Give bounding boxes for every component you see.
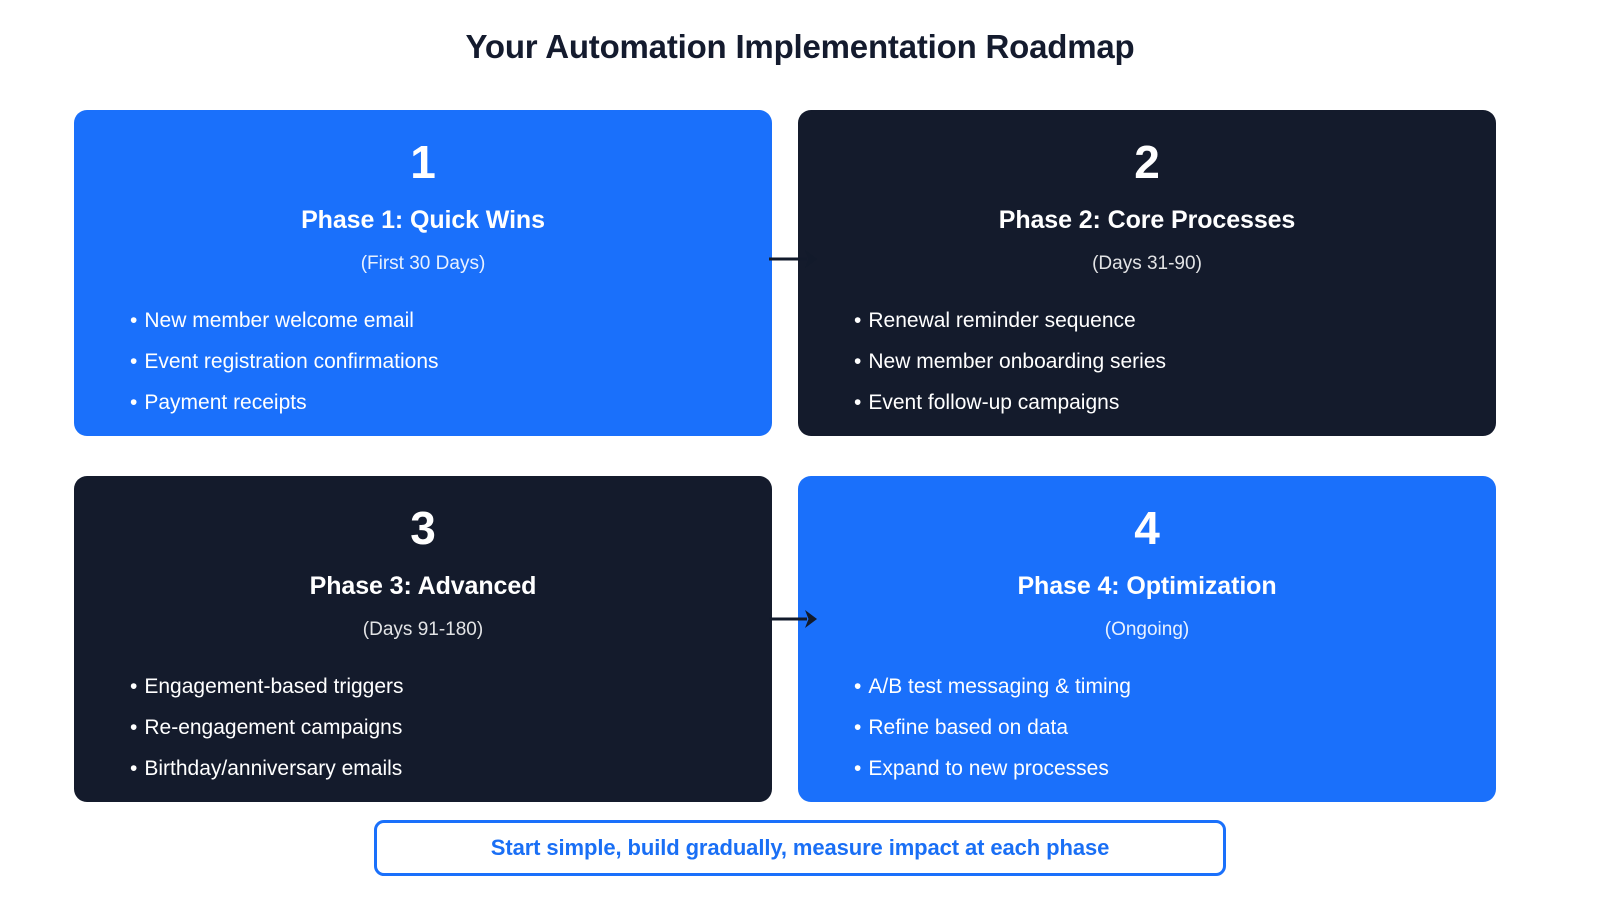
bullet-icon: • [130, 674, 138, 698]
list-item: •Engagement-based triggers [130, 667, 772, 708]
arrow-right-icon [767, 246, 819, 272]
phase-item-list: •Renewal reminder sequence •New member o… [798, 301, 1496, 424]
footer-callout-banner: Start simple, build gradually, measure i… [374, 820, 1226, 876]
phase-card-4[interactable]: 4 Phase 4: Optimization (Ongoing) •A/B t… [798, 476, 1496, 802]
phase-card-grid: 1 Phase 1: Quick Wins (First 30 Days) •N… [74, 110, 1496, 802]
list-item: •New member welcome email [130, 301, 772, 342]
phase-period: (Days 91-180) [362, 618, 484, 640]
list-item: •Payment receipts [130, 383, 772, 424]
list-item-label: Renewal reminder sequence [868, 308, 1136, 332]
list-item-label: Re-engagement campaigns [144, 715, 403, 739]
list-item-label: Expand to new processes [868, 756, 1109, 780]
list-item-label: New member welcome email [144, 308, 414, 332]
list-item-label: Refine based on data [868, 715, 1069, 739]
list-item: •Renewal reminder sequence [854, 301, 1496, 342]
list-item: •New member onboarding series [854, 342, 1496, 383]
phase-title: Phase 4: Optimization [1017, 571, 1277, 600]
bullet-icon: • [854, 308, 862, 332]
list-item: •A/B test messaging & timing [854, 667, 1496, 708]
bullet-icon: • [854, 390, 862, 414]
bullet-icon: • [130, 390, 138, 414]
phase-title: Phase 3: Advanced [309, 571, 537, 600]
phase-card-2[interactable]: 2 Phase 2: Core Processes (Days 31-90) •… [798, 110, 1496, 436]
phase-number: 2 [1134, 136, 1160, 188]
footer-callout-text: Start simple, build gradually, measure i… [490, 835, 1110, 860]
page-title: Your Automation Implementation Roadmap [465, 28, 1135, 65]
bullet-icon: • [130, 715, 138, 739]
list-item: •Re-engagement campaigns [130, 708, 772, 749]
list-item: •Expand to new processes [854, 749, 1496, 790]
bullet-icon: • [854, 349, 862, 373]
phase-number: 3 [410, 502, 436, 554]
arrow-right-icon [767, 606, 819, 632]
list-item: •Event follow-up campaigns [854, 383, 1496, 424]
list-item-label: Event registration confirmations [144, 349, 439, 373]
phase-period: (Ongoing) [1104, 618, 1190, 640]
list-item-label: Birthday/anniversary emails [144, 756, 403, 780]
bullet-icon: • [854, 674, 862, 698]
bullet-icon: • [854, 756, 862, 780]
phase-item-list: •New member welcome email •Event registr… [74, 301, 772, 424]
phase-item-list: •Engagement-based triggers •Re-engagemen… [74, 667, 772, 790]
phase-period: (Days 31-90) [1092, 252, 1202, 274]
bullet-icon: • [130, 308, 138, 332]
list-item-label: New member onboarding series [868, 349, 1166, 373]
phase-period: (First 30 Days) [360, 252, 486, 274]
bullet-icon: • [130, 349, 138, 373]
phase-number: 4 [1134, 502, 1160, 554]
phase-number: 1 [410, 136, 436, 188]
phase-title: Phase 1: Quick Wins [301, 205, 545, 234]
list-item-label: A/B test messaging & timing [868, 674, 1131, 698]
list-item: •Birthday/anniversary emails [130, 749, 772, 790]
phase-card-1[interactable]: 1 Phase 1: Quick Wins (First 30 Days) •N… [74, 110, 772, 436]
list-item-label: Payment receipts [144, 390, 307, 414]
bullet-icon: • [854, 715, 862, 739]
list-item: •Refine based on data [854, 708, 1496, 749]
list-item-label: Event follow-up campaigns [868, 390, 1120, 414]
phase-item-list: •A/B test messaging & timing •Refine bas… [798, 667, 1496, 790]
list-item: •Event registration confirmations [130, 342, 772, 383]
list-item-label: Engagement-based triggers [144, 674, 404, 698]
phase-card-3[interactable]: 3 Phase 3: Advanced (Days 91-180) •Engag… [74, 476, 772, 802]
phase-title: Phase 2: Core Processes [998, 205, 1296, 234]
bullet-icon: • [130, 756, 138, 780]
